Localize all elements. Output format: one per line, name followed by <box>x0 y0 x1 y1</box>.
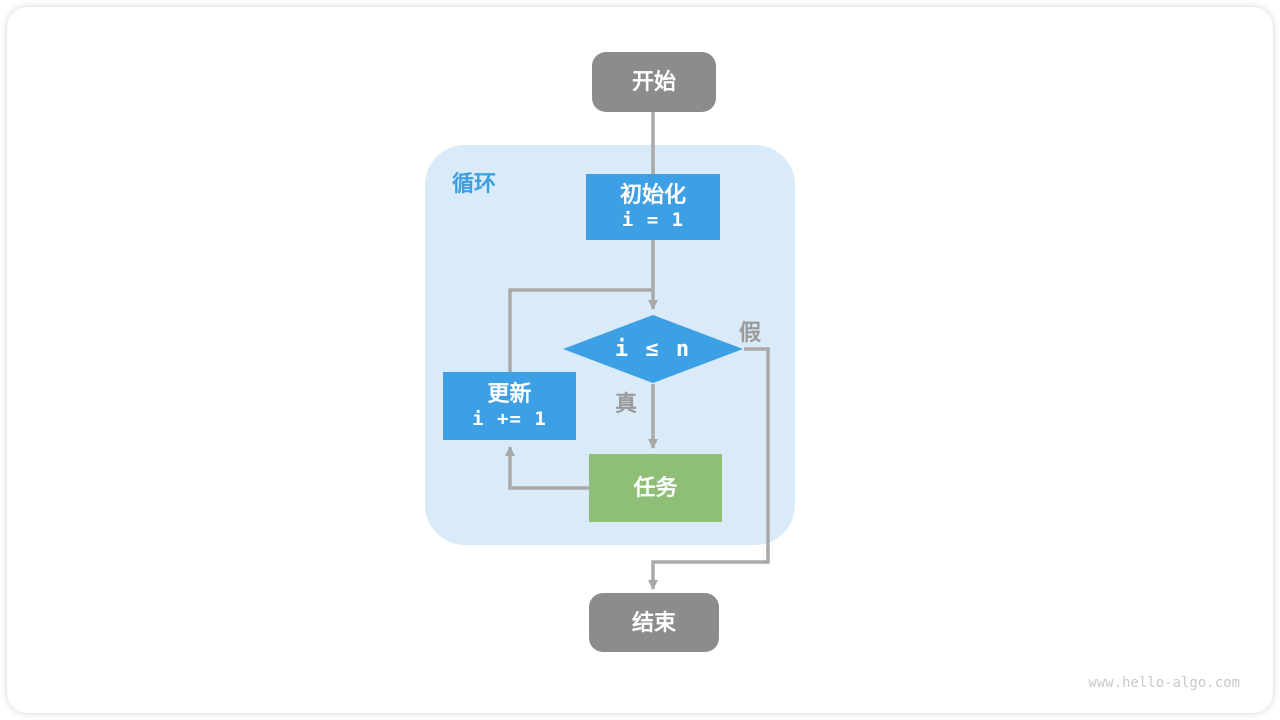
end-node-label: 结束 <box>631 609 676 635</box>
task-node: 任务 <box>589 454 722 522</box>
edge-condition-false-to-end <box>648 347 770 590</box>
edge-task-to-update <box>505 446 589 490</box>
task-node-label: 任务 <box>633 475 678 501</box>
update-node: 更新 i += 1 <box>443 372 576 440</box>
condition-node-label: i ≤ n <box>614 336 692 362</box>
update-node-label: 更新 <box>487 381 532 407</box>
init-node-label: 初始化 <box>619 182 686 208</box>
true-branch-label: 真 <box>615 391 638 416</box>
edge-update-loopback <box>508 288 653 372</box>
init-node-code: i = 1 <box>621 208 685 231</box>
false-branch-label: 假 <box>739 320 762 345</box>
start-node-label: 开始 <box>631 69 676 95</box>
end-node: 结束 <box>589 593 719 652</box>
watermark: www.hello-algo.com <box>1088 675 1240 691</box>
init-node: 初始化 i = 1 <box>586 174 720 240</box>
start-node: 开始 <box>592 52 716 112</box>
loop-group-label: 循环 <box>452 171 497 196</box>
update-node-code: i += 1 <box>472 407 547 430</box>
